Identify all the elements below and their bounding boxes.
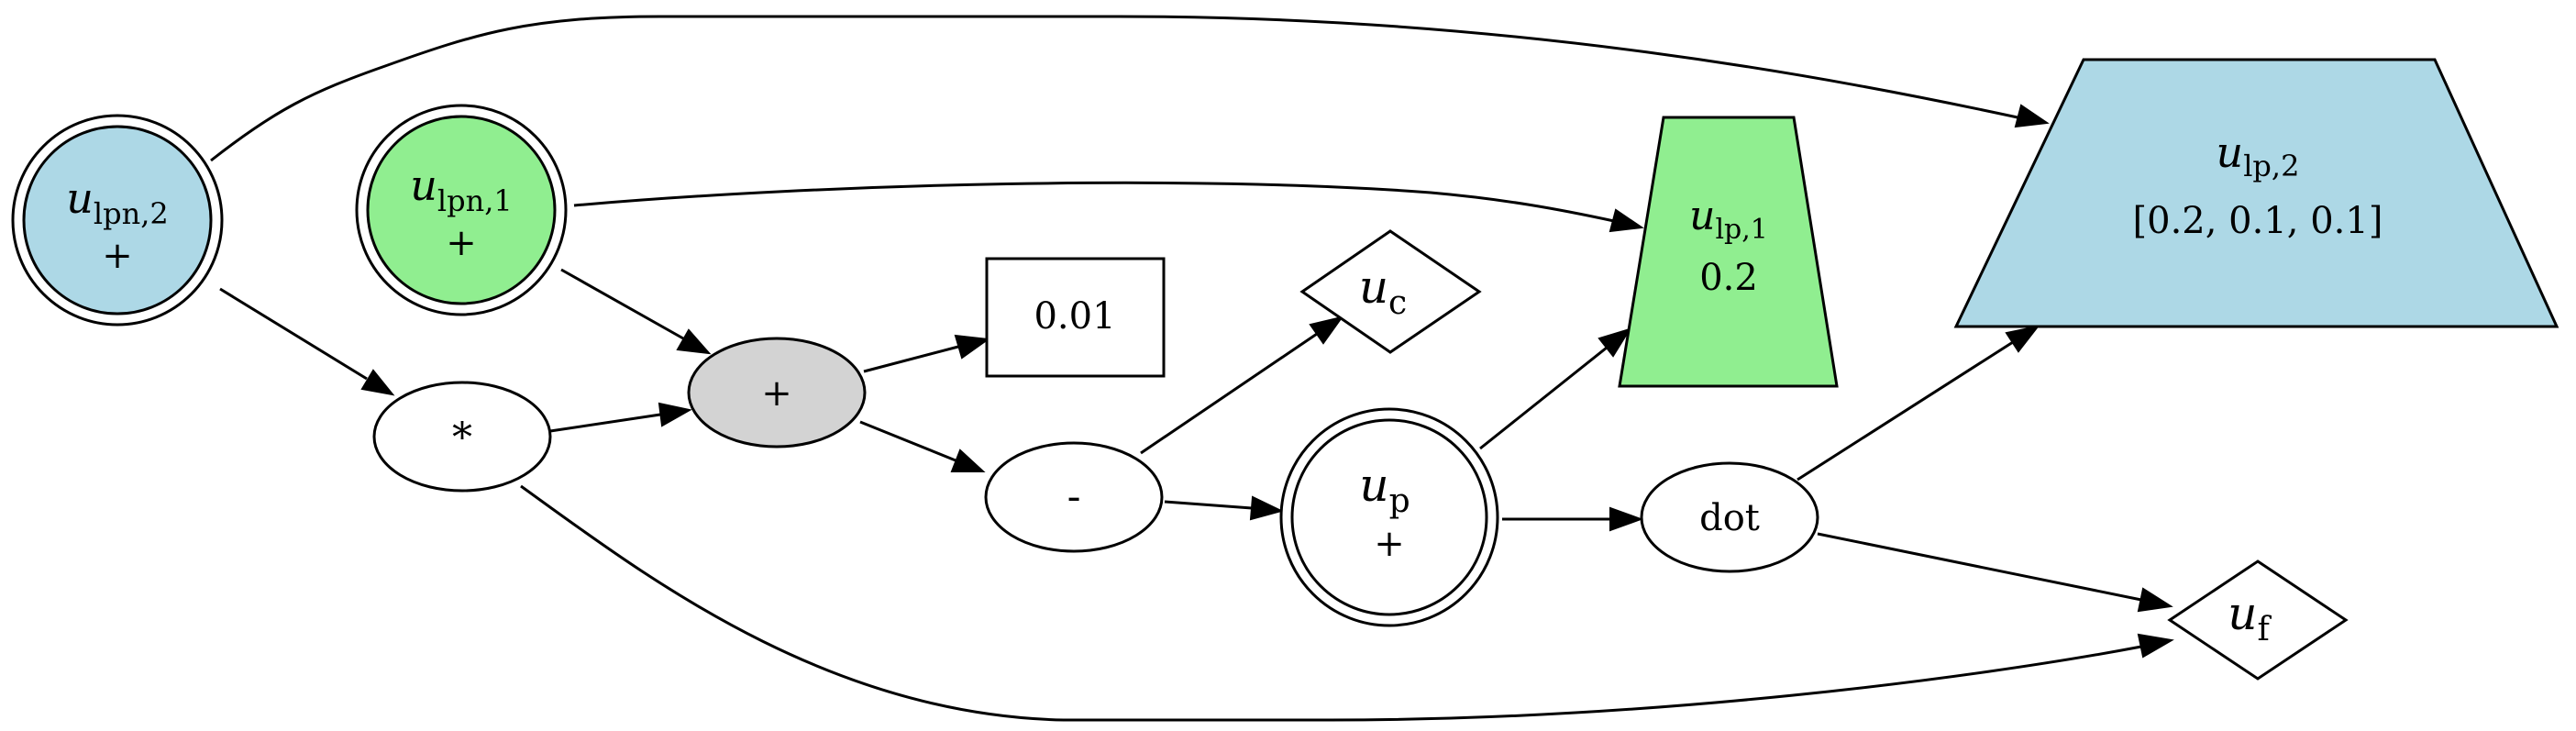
- node-constant[interactable]: 0.01: [985, 257, 1166, 378]
- node-add-label: +: [761, 372, 792, 415]
- node-u-p-label: up: [1359, 459, 1410, 520]
- node-subtract-label: -: [1067, 473, 1081, 520]
- node-u-c[interactable]: uc: [1299, 229, 1482, 354]
- edge-ulpn2-to-mul-arrowhead: [360, 369, 395, 396]
- node-u-lpn-1-label: ulpn,1: [410, 161, 513, 218]
- node-u-lpn-1-circle: [366, 115, 557, 305]
- node-constant-label: 0.01: [1034, 295, 1115, 338]
- edge-add-to-const: [863, 345, 959, 373]
- edge-ulpn2-to-mul: [219, 287, 368, 381]
- edge-mul-to-uf-arrowhead: [2137, 633, 2174, 659]
- node-u-lp-2[interactable]: ulp,2 [0.2, 0.1, 0.1]: [1953, 58, 2559, 328]
- node-u-lp-1-label: ulp,1: [1689, 193, 1768, 246]
- node-u-lp-1-trapezium: [1618, 116, 1839, 388]
- edge-ulpn2-to-ulp2-arrowhead: [2014, 104, 2050, 128]
- edge-add-to-sub-arrowhead: [950, 449, 986, 472]
- node-multiply-ellipse: [372, 381, 552, 493]
- node-multiply[interactable]: *: [372, 381, 552, 493]
- edge-add-to-const-arrowhead: [954, 334, 990, 360]
- node-subtract-ellipse: [984, 441, 1164, 553]
- node-multiply-label: *: [452, 415, 472, 461]
- edge-up-to-dot-arrowhead: [1609, 506, 1643, 532]
- edge-up-to-ulp1: [1479, 346, 1608, 450]
- edge-ulpn2-to-ulp2: [210, 15, 2018, 162]
- edge-add-to-sub: [859, 420, 956, 462]
- node-constant-box: [985, 257, 1166, 378]
- node-u-lpn-2[interactable]: ulpn,2 +: [11, 114, 224, 327]
- edge-up-to-ulp1-arrowhead: [1598, 327, 1632, 358]
- node-u-f-diamond: [2167, 559, 2349, 681]
- edge-dot-to-uf-arrowhead: [2137, 587, 2173, 613]
- node-dot-label: dot: [1699, 497, 1760, 539]
- edge-sub-to-up-arrowhead: [1249, 495, 1284, 521]
- node-u-p-circle: [1290, 418, 1488, 616]
- node-u-f[interactable]: uf: [2167, 559, 2349, 681]
- edge-mul-to-add: [549, 413, 661, 433]
- node-u-c-diamond: [1299, 229, 1482, 354]
- node-subtract[interactable]: -: [984, 441, 1164, 553]
- node-u-p[interactable]: up +: [1279, 407, 1499, 627]
- node-u-lp-2-value: [0.2, 0.1, 0.1]: [2133, 200, 2383, 242]
- edge-dot-to-ulp2-arrowhead: [2005, 325, 2040, 353]
- node-dot-ellipse: [1640, 461, 1819, 573]
- edge-sub-to-up: [1164, 500, 1253, 510]
- node-u-c-label: uc: [1359, 260, 1407, 322]
- edge-sub-to-uc-arrowhead: [1309, 316, 1344, 345]
- node-u-lpn-1-op: +: [446, 222, 477, 264]
- edge-sub-to-uc: [1140, 332, 1318, 455]
- edge-ulpn1-to-add-arrowhead: [676, 328, 712, 355]
- edge-ulpn1-to-ulp1: [573, 181, 1615, 223]
- node-add-ellipse: [687, 337, 867, 449]
- node-u-lp-2-trapezium: [1953, 58, 2559, 328]
- node-u-lp-2-label: ulp,2: [2217, 127, 2300, 183]
- node-u-f-label: uf: [2228, 587, 2272, 648]
- edge-mul-to-uf: [520, 484, 2142, 722]
- edges: [210, 15, 2174, 722]
- node-u-lp-1[interactable]: ulp,1 0.2: [1618, 116, 1839, 388]
- node-u-lpn-2-circle: [22, 125, 213, 316]
- node-add[interactable]: +: [687, 337, 867, 449]
- edge-ulpn1-to-ulp1-arrowhead: [1609, 208, 1644, 233]
- node-u-lp-1-value: 0.2: [1699, 257, 1758, 299]
- node-dot[interactable]: dot: [1640, 461, 1819, 573]
- edge-dot-to-uf: [1817, 532, 2142, 602]
- node-u-lpn-2-label: ulpn,2: [66, 173, 169, 231]
- node-u-lpn-1[interactable]: ulpn,1 +: [355, 104, 568, 316]
- edge-dot-to-ulp2: [1797, 340, 2014, 482]
- node-u-p-op: +: [1374, 523, 1405, 565]
- edge-ulpn1-to-add: [560, 268, 684, 340]
- node-u-lpn-2-op: +: [102, 235, 133, 277]
- edge-mul-to-add-arrowhead: [658, 402, 692, 427]
